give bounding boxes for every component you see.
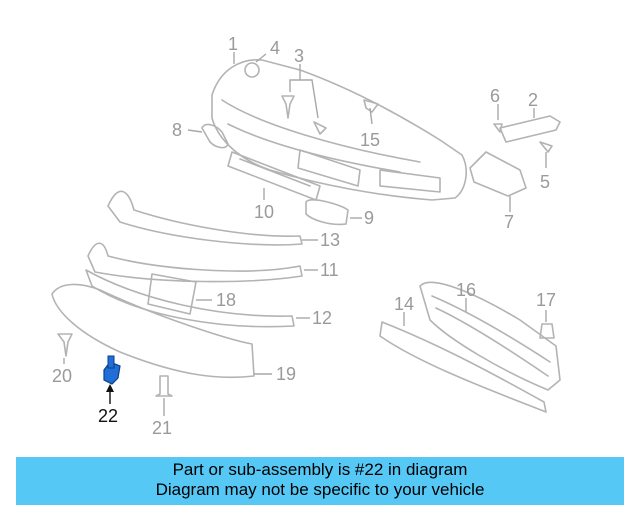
bracket-part bbox=[493, 115, 561, 153]
air-dam-part bbox=[51, 283, 255, 379]
callout-18: 18 bbox=[216, 290, 236, 310]
callout-15: 15 bbox=[360, 130, 380, 150]
fog-cover-right-part bbox=[305, 199, 349, 226]
leader-lines bbox=[63, 52, 547, 416]
callout-1: 1 bbox=[228, 34, 238, 54]
callout-9: 9 bbox=[364, 208, 374, 228]
callout-17: 17 bbox=[536, 290, 556, 310]
lower-grille-part bbox=[227, 151, 321, 201]
bumper-cover-part bbox=[211, 59, 467, 201]
side-bracket-part bbox=[469, 151, 527, 197]
fog-cover-left-part bbox=[201, 123, 229, 149]
callout-4: 4 bbox=[270, 38, 280, 58]
callout-16: 16 bbox=[456, 280, 476, 300]
callout-6: 6 bbox=[490, 86, 500, 106]
callout-11: 11 bbox=[320, 260, 339, 280]
callout-8: 8 bbox=[172, 120, 182, 140]
screw-21-part bbox=[155, 375, 173, 397]
callout-7: 7 bbox=[504, 212, 514, 232]
callout-21: 21 bbox=[152, 418, 172, 438]
clip-parts bbox=[244, 62, 379, 135]
callout-19: 19 bbox=[276, 364, 296, 384]
callout-labels: 1 2 3 4 5 6 7 8 9 10 11 12 13 14 15 16 1… bbox=[52, 34, 556, 438]
screw-20-part bbox=[57, 333, 73, 357]
callout-13: 13 bbox=[320, 230, 340, 250]
clip-17-part bbox=[539, 323, 555, 339]
callout-5: 5 bbox=[540, 172, 550, 192]
absorber-part bbox=[379, 321, 547, 413]
license-bracket-part bbox=[147, 273, 197, 315]
callout-3: 3 bbox=[294, 46, 304, 66]
callout-20: 20 bbox=[52, 366, 72, 386]
callout-12: 12 bbox=[312, 308, 332, 328]
callout-10: 10 bbox=[254, 202, 274, 222]
spoiler-part bbox=[87, 242, 303, 283]
reinforcement-part bbox=[419, 281, 561, 391]
callout-22: 22 bbox=[98, 406, 118, 426]
banner-line-1: Part or sub-assembly is #22 in diagram bbox=[172, 460, 468, 479]
parts-diagram: 1 2 3 4 5 6 7 8 9 10 11 12 13 14 15 16 1… bbox=[51, 34, 561, 438]
info-banner: Part or sub-assembly is #22 in diagram D… bbox=[16, 457, 624, 505]
callout-14: 14 bbox=[394, 294, 414, 314]
upper-molding-part bbox=[107, 190, 303, 246]
callout-2: 2 bbox=[528, 90, 538, 110]
highlighted-part-22[interactable] bbox=[103, 355, 121, 385]
banner-line-2: Diagram may not be specific to your vehi… bbox=[155, 480, 485, 499]
